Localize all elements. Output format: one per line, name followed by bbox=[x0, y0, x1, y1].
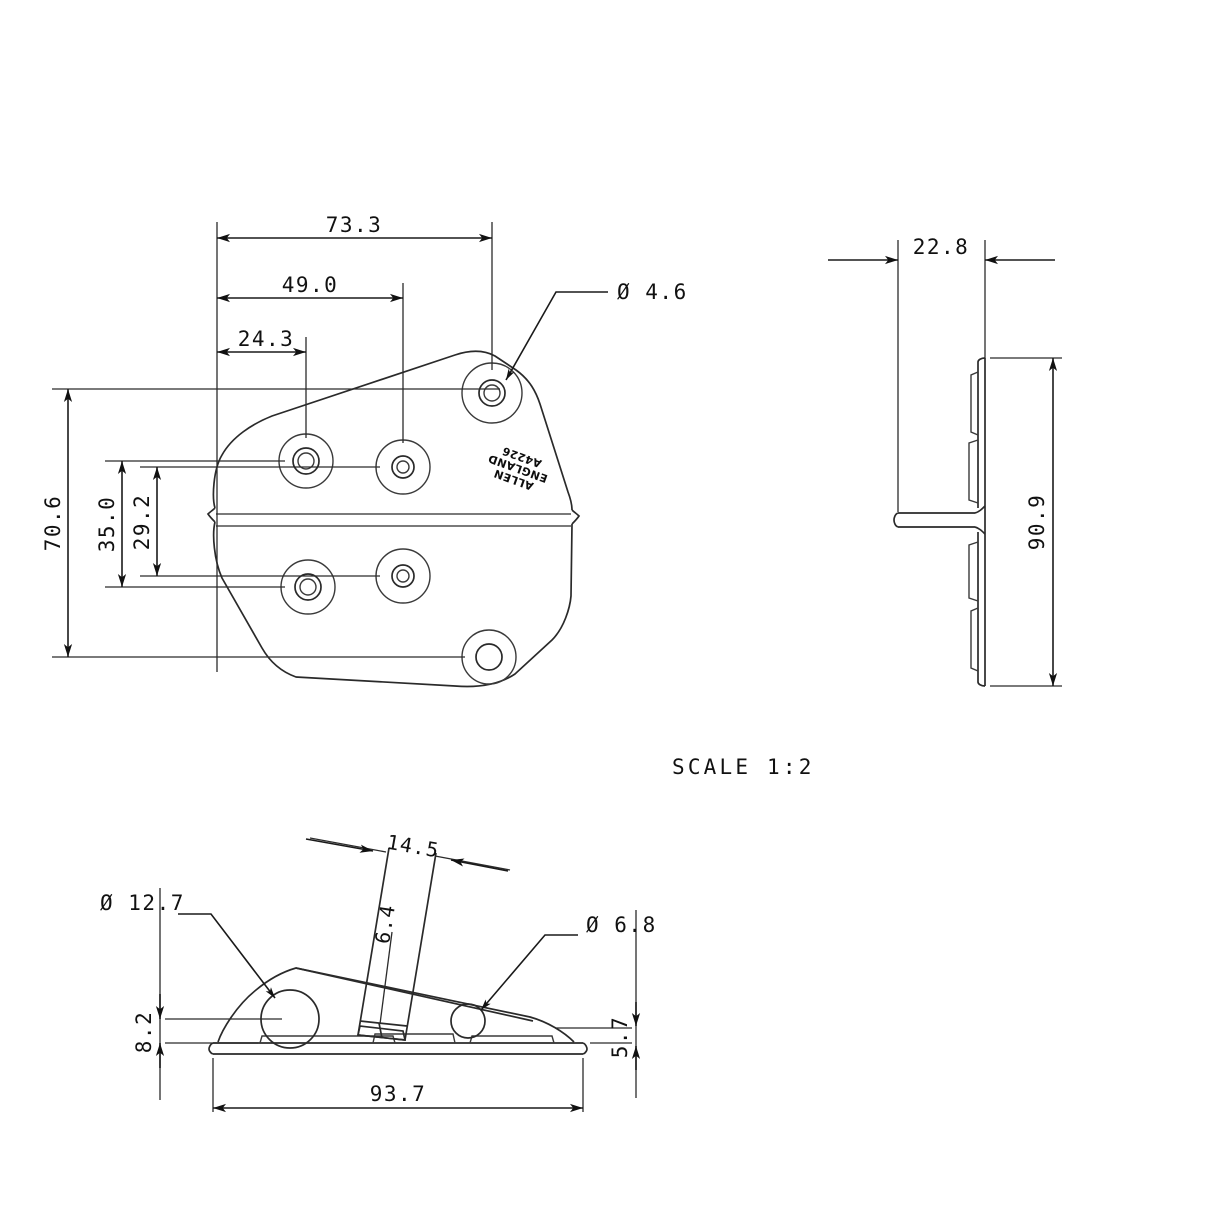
dim-24-3: 24.3 bbox=[217, 327, 306, 357]
dim-5-7: 5.7 bbox=[608, 1002, 641, 1070]
side-view-edge-pads bbox=[968, 371, 979, 672]
dim-49-0: 49.0 bbox=[217, 273, 403, 303]
plan-view: ALLEN ENGLAND A4226 73.3 49.0 bbox=[41, 213, 688, 688]
dim-73-3-label: 73.3 bbox=[326, 213, 383, 237]
dim-73-3: 73.3 bbox=[217, 213, 492, 243]
dim-8-2: 8.2 bbox=[132, 994, 165, 1068]
elevation-hole-6-8 bbox=[450, 1003, 486, 1039]
dim-35-0: 35.0 bbox=[95, 461, 127, 587]
dim-49-0-label: 49.0 bbox=[282, 273, 339, 297]
hole-lower-left bbox=[280, 559, 336, 615]
dim-dia-6-8: Ø 6.8 bbox=[480, 913, 657, 1011]
dim-dia-4-6-label: Ø 4.6 bbox=[617, 280, 688, 304]
dim-35-0-label: 35.0 bbox=[95, 496, 119, 553]
dim-dia-12-7: Ø 12.7 bbox=[100, 891, 276, 999]
dim-24-3-label: 24.3 bbox=[238, 327, 295, 351]
dim-29-2: 29.2 bbox=[130, 467, 162, 576]
dim-93-7-label: 93.7 bbox=[370, 1082, 427, 1106]
side-view: 22.8 90.9 bbox=[828, 235, 1062, 687]
dim-dia-12-7-label: Ø 12.7 bbox=[100, 891, 185, 915]
dim-70-6: 70.6 bbox=[41, 389, 73, 657]
dim-70-6-label: 70.6 bbox=[41, 495, 65, 552]
dim-90-9-label: 90.9 bbox=[1025, 494, 1049, 551]
elevation-view: 14.5 6.4 Ø 12.7 Ø 6.8 8.2 5.7 bbox=[100, 830, 657, 1113]
dim-8-2-label: 8.2 bbox=[132, 1011, 156, 1053]
plan-view-part-outline bbox=[206, 350, 581, 688]
dim-29-2-label: 29.2 bbox=[130, 494, 154, 551]
dim-dia-4-6: Ø 4.6 bbox=[505, 280, 688, 381]
side-view-plate bbox=[893, 357, 986, 687]
dim-5-7-label: 5.7 bbox=[608, 1016, 632, 1058]
dim-93-7: 93.7 bbox=[213, 1082, 583, 1113]
dim-22-8: 22.8 bbox=[828, 235, 1055, 265]
side-view-flange bbox=[893, 505, 986, 535]
dim-90-9: 90.9 bbox=[1025, 358, 1058, 686]
dim-dia-6-8-label: Ø 6.8 bbox=[586, 913, 657, 937]
elevation-stud bbox=[356, 847, 437, 1041]
dim-22-8-label: 22.8 bbox=[913, 235, 970, 259]
scale-note: SCALE 1:2 bbox=[672, 755, 815, 779]
